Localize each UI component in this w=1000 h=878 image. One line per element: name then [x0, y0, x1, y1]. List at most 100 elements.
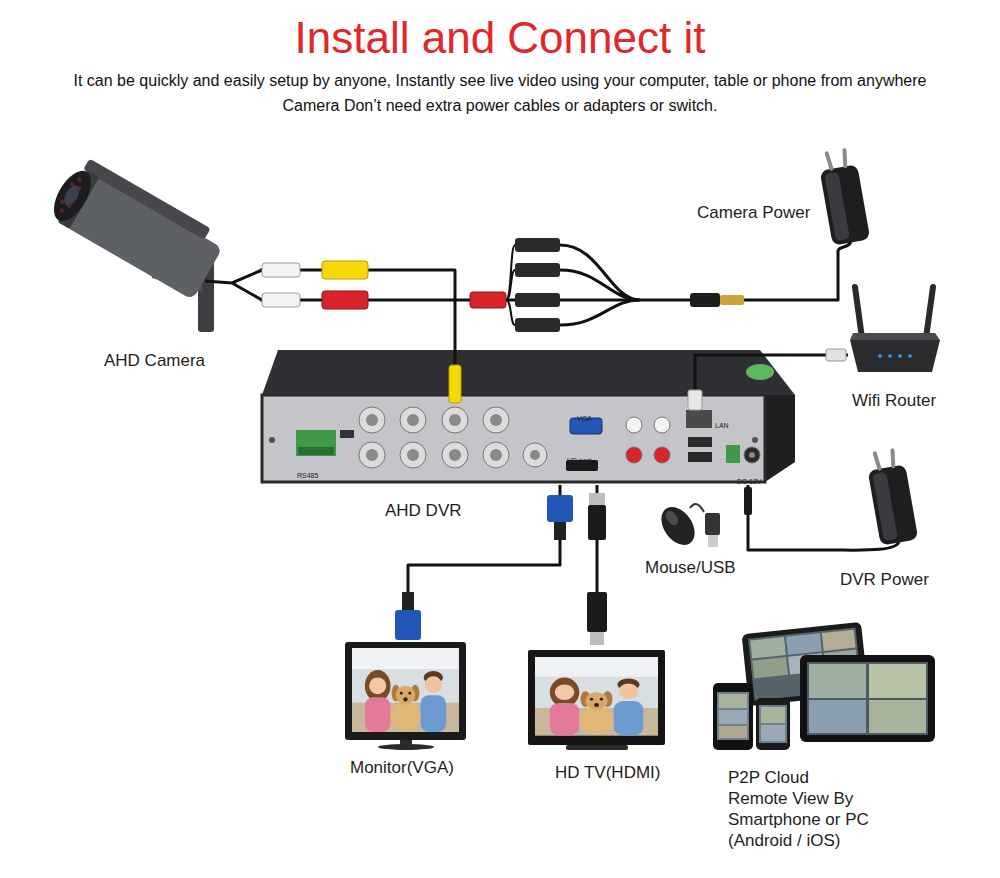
- power-splitter: [690, 293, 720, 307]
- router-illustration: [850, 333, 940, 340]
- camera-illustration: [83, 158, 211, 239]
- mouse-usb-illustration: [690, 504, 704, 512]
- mobile-devices-illustration: [719, 726, 747, 738]
- dvr-illustration: [442, 442, 468, 468]
- dvr-illustration: [746, 364, 774, 380]
- dvr-illustration: [530, 450, 540, 460]
- cable: [260, 270, 455, 345]
- camera-illustration: [61, 183, 82, 208]
- power-splitter: [506, 238, 744, 332]
- power-adapter: [891, 450, 896, 466]
- dvr-illustration: [686, 410, 712, 428]
- dvr-illustration: [407, 414, 419, 426]
- port-label-box: DC 12V: [737, 470, 762, 488]
- subtitle: Camera Don’t need extra power cables or …: [283, 96, 718, 116]
- router-illustration: [826, 349, 846, 361]
- monitor-illustration: [378, 744, 434, 750]
- dvr-illustration: [296, 430, 336, 456]
- mobile-devices-illustration: [809, 664, 866, 698]
- dvr-illustration: [589, 493, 605, 505]
- camera-illustration: [46, 165, 98, 227]
- dvr-illustration: [695, 355, 795, 392]
- tv-node: HD TV(HDMI): [522, 645, 672, 785]
- tv-illustration: [566, 745, 628, 750]
- device-label: Monitor(VGA): [350, 757, 454, 778]
- dvr-illustration: [654, 447, 670, 463]
- router-illustration: [908, 354, 912, 358]
- title: Install and Connect it: [295, 12, 706, 64]
- subtitle-box: It can be quickly and easily setup by an…: [0, 71, 1000, 91]
- rca-plugs: [322, 261, 368, 279]
- mouse-usb-illustration: [654, 501, 720, 551]
- dvr-illustration: [688, 452, 712, 462]
- power-splitter: [515, 293, 560, 307]
- camera-illustration: [60, 199, 65, 204]
- camera-illustration: [59, 208, 64, 213]
- dvr-illustration: [490, 449, 502, 461]
- dvr-illustration: [442, 407, 468, 433]
- dvr-illustration: [765, 395, 795, 482]
- router-illustration: [826, 287, 940, 372]
- router-illustration: [855, 287, 862, 338]
- dvr-illustration: [449, 449, 461, 461]
- dvr-illustration: [359, 407, 547, 468]
- camera-illustration: [76, 186, 81, 191]
- monitor-node: Monitor(VGA): [340, 640, 470, 780]
- dvr-illustration: [340, 430, 354, 438]
- mobile-devices-illustration: [761, 725, 785, 741]
- mobile-devices-illustration: [719, 694, 747, 708]
- dvr-illustration: [588, 505, 606, 540]
- mobile-devices-illustration: [809, 700, 866, 733]
- router-illustration: [878, 354, 882, 358]
- device-label: DVR Power: [840, 569, 929, 590]
- rca-plugs: [262, 293, 300, 307]
- router-node: Wifi Router: [848, 280, 948, 415]
- mobile-devices-illustration: [717, 692, 749, 740]
- port-label-box: VGA: [577, 407, 592, 425]
- mobile-devices-illustration: [869, 664, 926, 698]
- power-adapter: [830, 449, 918, 551]
- tv-illustration: [590, 632, 604, 645]
- dvr-illustration: [626, 447, 642, 463]
- dvr-illustration: [400, 442, 426, 468]
- tv-illustration: [528, 592, 665, 750]
- port-label: VGA: [577, 414, 592, 423]
- mouse-usb-illustration: [654, 501, 701, 551]
- rca-plugs: [322, 291, 368, 309]
- dvr-illustration: [490, 414, 502, 426]
- dvr-illustration: [744, 447, 760, 463]
- power-adapter: [875, 453, 880, 469]
- tv-illustration: [587, 592, 607, 632]
- dvr-illustration: [654, 417, 670, 433]
- rca-plugs: [262, 261, 506, 309]
- dvr-illustration: [359, 442, 385, 468]
- monitor-illustration: [345, 642, 466, 740]
- port-label-box: HD port: [567, 449, 591, 467]
- dvr-illustration: [744, 487, 752, 515]
- device-label: Wifi Router: [852, 390, 936, 411]
- dvr-illustration: [366, 414, 540, 461]
- dvr-illustration: [269, 437, 275, 443]
- power-adapter: [830, 542, 899, 550]
- mobile-devices-illustration: [756, 698, 790, 750]
- device-label: P2P Cloud Remote View By Smartphone or P…: [728, 767, 872, 851]
- dvr-illustration: [483, 442, 509, 468]
- dvr-illustration: [726, 445, 740, 463]
- power-splitter: [515, 238, 560, 252]
- dvr-illustration: [626, 417, 642, 433]
- mouse-usb-illustration: [705, 513, 720, 535]
- remote-view-node: P2P Cloud Remote View By Smartphone or P…: [705, 620, 945, 865]
- device-label: AHD Camera: [104, 350, 205, 371]
- mobile-devices-illustration: [786, 633, 822, 654]
- tv-illustration: [528, 650, 665, 745]
- power-adapter: [817, 149, 870, 250]
- camera-illustration: [45, 153, 262, 332]
- power-adapter: [824, 172, 850, 241]
- monitor-illustration: [402, 592, 414, 610]
- dvr-illustration: [262, 345, 795, 540]
- device-label: HD TV(HDMI): [555, 762, 660, 783]
- power-splitter: [515, 263, 560, 277]
- subtitle: It can be quickly and easily setup by an…: [74, 71, 927, 91]
- rca-plugs: [262, 263, 300, 277]
